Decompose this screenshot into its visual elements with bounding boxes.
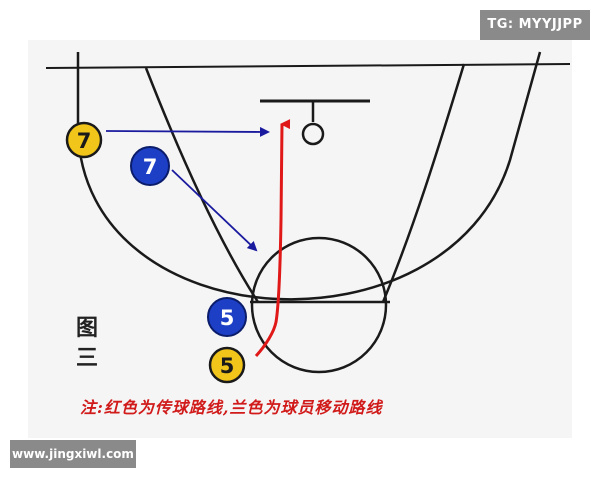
figure-label: 图三 bbox=[75, 316, 98, 371]
free-throw-circle bbox=[250, 236, 388, 374]
legend-caption: 注:红色为传球路线,兰色为球员移动路线 bbox=[80, 398, 383, 417]
diagram-panel: 7 7 5 5 bbox=[28, 40, 572, 438]
player-blue-5-number: 5 bbox=[220, 306, 235, 330]
watermark-top-right: TG: MYYJJPP bbox=[480, 10, 590, 40]
player-blue-7: 7 bbox=[130, 146, 170, 186]
hoop-rim bbox=[301, 122, 325, 146]
move-route-blue-7 bbox=[171, 169, 258, 252]
pass-route bbox=[254, 119, 291, 358]
lane-line-right bbox=[381, 63, 466, 303]
baseline bbox=[45, 63, 571, 69]
player-blue-5: 5 bbox=[207, 297, 247, 337]
move-route-yellow-7 bbox=[105, 126, 270, 137]
player-blue-7-number: 7 bbox=[143, 155, 158, 179]
player-yellow-7-number: 7 bbox=[77, 129, 92, 153]
watermark-bottom-left: www.jingxiwl.com bbox=[10, 440, 136, 468]
lane-line-left bbox=[144, 67, 260, 303]
three-point-line bbox=[76, 51, 542, 301]
basketball-court-diagram: 7 7 5 5 bbox=[45, 51, 571, 384]
player-yellow-5-number: 5 bbox=[220, 354, 235, 378]
player-yellow-5: 5 bbox=[208, 346, 246, 384]
player-yellow-7: 7 bbox=[65, 121, 103, 159]
